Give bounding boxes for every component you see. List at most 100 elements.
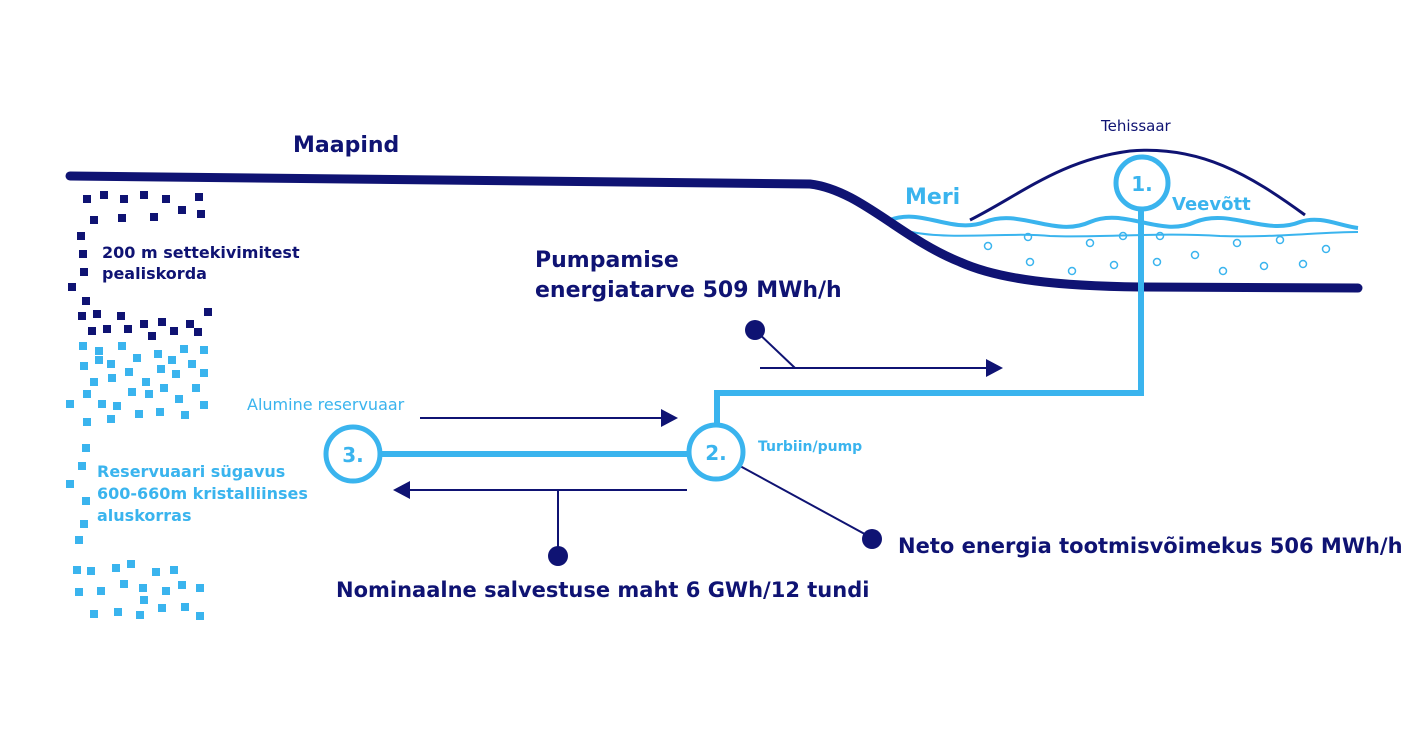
rock-square <box>195 193 203 201</box>
rock-square <box>90 610 98 618</box>
nominal-storage-label: Nominaalne salvestuse maht 6 GWh/12 tund… <box>336 578 869 602</box>
rock-square <box>140 596 148 604</box>
rock-square <box>156 408 164 416</box>
rock-square <box>196 584 204 592</box>
rock-square <box>200 346 208 354</box>
sediment-label-line-2: pealiskorda <box>102 264 207 283</box>
rock-square <box>135 410 143 418</box>
rock-square <box>170 566 178 574</box>
rock-square <box>75 588 83 596</box>
rock-square <box>168 356 176 364</box>
sea-inner-wave <box>911 231 1359 238</box>
rock-square <box>93 310 101 318</box>
rock-square <box>118 214 126 222</box>
rock-square <box>152 568 160 576</box>
rock-square <box>178 206 186 214</box>
node-3-reservoir: 3. <box>323 424 383 484</box>
rock-square <box>83 195 91 203</box>
rock-square <box>194 328 202 336</box>
rock-square <box>133 354 141 362</box>
rock-square <box>127 560 135 568</box>
node-2-label: 2. <box>705 441 727 465</box>
rock-square <box>200 401 208 409</box>
node-2-turbine: 2. <box>686 422 746 482</box>
rock-square <box>112 564 120 572</box>
rock-square <box>192 384 200 392</box>
rock-square <box>178 581 186 589</box>
artificial-island-label: Tehissaar <box>1100 117 1172 135</box>
lower-reservoir-label: Alumine reservuaar <box>247 395 405 414</box>
reservoir-depth-line-3: aluskorras <box>97 506 192 525</box>
rock-square <box>95 347 103 355</box>
rock-square <box>98 400 106 408</box>
rock-square <box>172 370 180 378</box>
rock-square <box>107 360 115 368</box>
outflow-arrow <box>393 481 687 566</box>
net-capacity-label: Neto energia tootmisvõimekus 506 MWh/h <box>898 534 1403 558</box>
rock-square <box>90 378 98 386</box>
rock-square <box>140 320 148 328</box>
rock-square <box>107 415 115 423</box>
rock-square <box>136 611 144 619</box>
rock-square <box>100 191 108 199</box>
pumping-demand-line-1: Pumpamise <box>535 248 679 273</box>
rock-square <box>181 411 189 419</box>
water-bubbles <box>983 231 1331 276</box>
inflow-arrow <box>420 409 678 427</box>
rock-square <box>148 332 156 340</box>
net-capacity-callout <box>739 465 882 549</box>
rock-square <box>103 325 111 333</box>
rock-square <box>162 587 170 595</box>
rock-square <box>181 603 189 611</box>
sediment-label-line-1: 200 m settekivimitest <box>102 243 300 262</box>
rock-square <box>66 480 74 488</box>
storage-callout-dot <box>548 546 568 566</box>
rock-square <box>188 360 196 368</box>
artificial-island-outline <box>969 148 1306 222</box>
rock-square <box>80 520 88 528</box>
ground-line <box>65 171 1363 293</box>
rock-square <box>120 580 128 588</box>
reservoir-depth-line-1: Reservuaari sügavus <box>97 462 285 481</box>
rock-square <box>125 368 133 376</box>
sea-label: Meri <box>905 185 960 210</box>
rock-square <box>80 268 88 276</box>
rock-square <box>80 362 88 370</box>
rock-square <box>118 342 126 350</box>
rock-square <box>90 216 98 224</box>
rock-square <box>186 320 194 328</box>
rock-square <box>160 384 168 392</box>
rock-square <box>145 390 153 398</box>
rock-square <box>140 191 148 199</box>
ground-label: Maapind <box>293 133 399 158</box>
sediment-rock-pattern <box>68 191 212 340</box>
sea-water <box>884 214 1359 276</box>
rock-square <box>95 356 103 364</box>
net-capacity-dot <box>862 529 882 549</box>
rock-square <box>87 567 95 575</box>
rock-square <box>128 388 136 396</box>
rock-square <box>79 342 87 350</box>
rock-square <box>108 374 116 382</box>
rock-square <box>139 584 147 592</box>
rock-square <box>180 345 188 353</box>
rock-square <box>196 612 204 620</box>
node-3-label: 3. <box>342 443 364 467</box>
rock-square <box>114 608 122 616</box>
rock-square <box>113 402 121 410</box>
rock-square <box>150 213 158 221</box>
rock-square <box>158 604 166 612</box>
reservoir-depth-line-2: 600-660m kristalliinses <box>97 484 308 503</box>
rock-square <box>73 566 81 574</box>
water-intake-label: Veevõtt <box>1172 194 1251 215</box>
rock-square <box>154 350 162 358</box>
rock-square <box>78 312 86 320</box>
water-conduit <box>714 211 1144 432</box>
rock-square <box>82 497 90 505</box>
rock-square <box>97 587 105 595</box>
rock-square <box>162 195 170 203</box>
pumping-arrow <box>745 320 1003 377</box>
rock-square <box>83 390 91 398</box>
rock-square <box>66 400 74 408</box>
